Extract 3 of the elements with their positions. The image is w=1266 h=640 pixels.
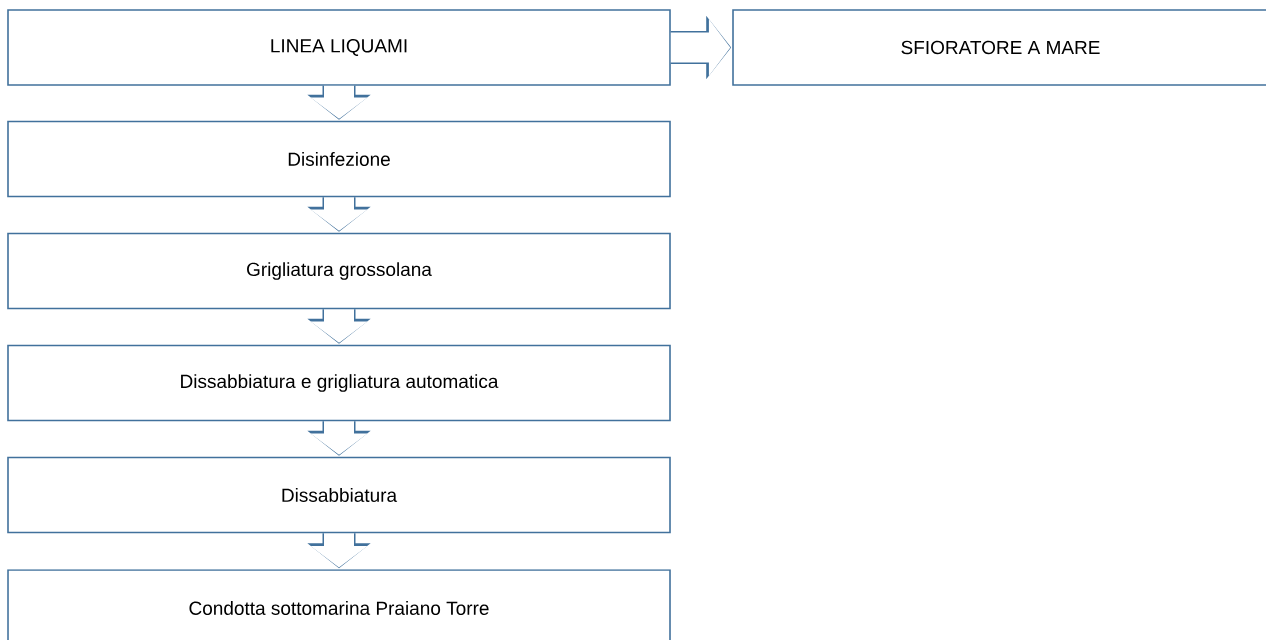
process-box: SFIORATORE A MARE [732,9,1266,86]
process-box: LINEA LIQUAMI [7,9,671,86]
process-box: Condotta sottomarina Praiano Torre [7,569,671,640]
